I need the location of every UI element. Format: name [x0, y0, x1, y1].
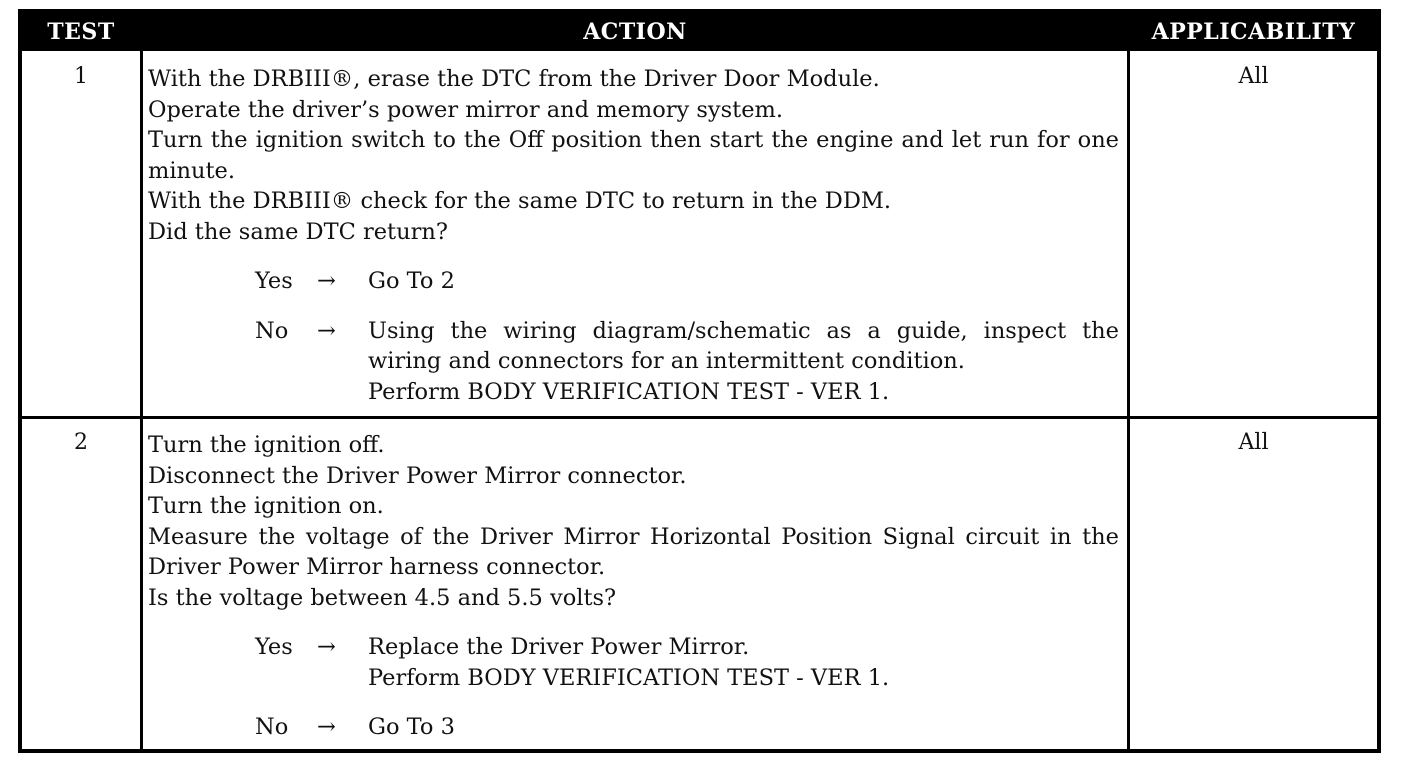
- action-step: Turn the ignition switch to the Off posi…: [148, 127, 1119, 184]
- row-divider: [22, 416, 1377, 419]
- outcome-result-line: Replace the Driver Power Mirror.: [368, 634, 750, 660]
- test-number: 1: [74, 64, 88, 89]
- outcome-result: Go To 3: [368, 712, 1119, 743]
- outcome-result: Go To 2: [368, 266, 1119, 297]
- answer-label: Yes: [255, 268, 293, 294]
- action-question: Is the voltage between 4.5 and 5.5 volts…: [148, 584, 617, 611]
- outcome-result-line: Go To 2: [368, 268, 455, 294]
- test-number: 2: [74, 430, 88, 455]
- arrow-icon: →: [317, 634, 336, 660]
- header-applicability: APPLICABILITY: [1151, 19, 1356, 45]
- column-divider: [140, 51, 143, 753]
- header-action: ACTION: [583, 19, 687, 45]
- outcome-yes: Yes → Go To 2: [255, 266, 1119, 297]
- answer-label: Yes: [255, 634, 293, 660]
- arrow-icon: →: [317, 317, 336, 344]
- outcome-result-line: Using the wiring diagram/schematic as a …: [368, 317, 1119, 375]
- answer-label: No: [255, 317, 289, 344]
- outcome-no: No → Go To 3: [255, 712, 1119, 743]
- applicability-value: All: [1238, 64, 1269, 89]
- outcome-no: No → Using the wiring diagram/schematic …: [255, 316, 1119, 408]
- applicability-value: All: [1238, 430, 1269, 455]
- arrow-icon: →: [317, 714, 336, 740]
- action-cell: With the DRBIII®, erase the DTC from the…: [148, 64, 1119, 407]
- answer-label: No: [255, 714, 289, 740]
- column-divider: [1127, 51, 1130, 753]
- outcome-result-line: Go To 3: [368, 714, 455, 740]
- test-table: TEST ACTION APPLICABILITY 1 With the DRB…: [18, 9, 1381, 753]
- header-test: TEST: [47, 19, 115, 45]
- table-header: TEST ACTION APPLICABILITY: [22, 13, 1377, 51]
- outcome-result: Replace the Driver Power Mirror. Perform…: [368, 632, 1119, 693]
- outcome-result-line: Perform BODY VERIFICATION TEST - VER 1.: [368, 378, 890, 405]
- action-step: With the DRBIII® check for the same DTC …: [148, 188, 892, 214]
- action-step: With the DRBIII®, erase the DTC from the…: [148, 66, 880, 92]
- table-row: 1 With the DRBIII®, erase the DTC from t…: [22, 51, 1377, 417]
- outcome-result-line: Perform BODY VERIFICATION TEST - VER 1.: [368, 664, 890, 691]
- action-step: Measure the voltage of the Driver Mirror…: [148, 523, 1119, 581]
- arrow-icon: →: [317, 268, 336, 294]
- action-step: Turn the ignition on.: [148, 493, 384, 519]
- outcome-yes: Yes → Replace the Driver Power Mirror. P…: [255, 632, 1119, 693]
- action-step: Disconnect the Driver Power Mirror conne…: [148, 462, 687, 489]
- action-step: Turn the ignition off.: [148, 432, 385, 458]
- table-row: 2 Turn the ignition off. Disconnect the …: [22, 417, 1377, 753]
- action-cell: Turn the ignition off. Disconnect the Dr…: [148, 430, 1119, 743]
- outcome-result: Using the wiring diagram/schematic as a …: [368, 316, 1119, 408]
- action-step: Operate the driver’s power mirror and me…: [148, 96, 784, 123]
- action-question: Did the same DTC return?: [148, 218, 448, 245]
